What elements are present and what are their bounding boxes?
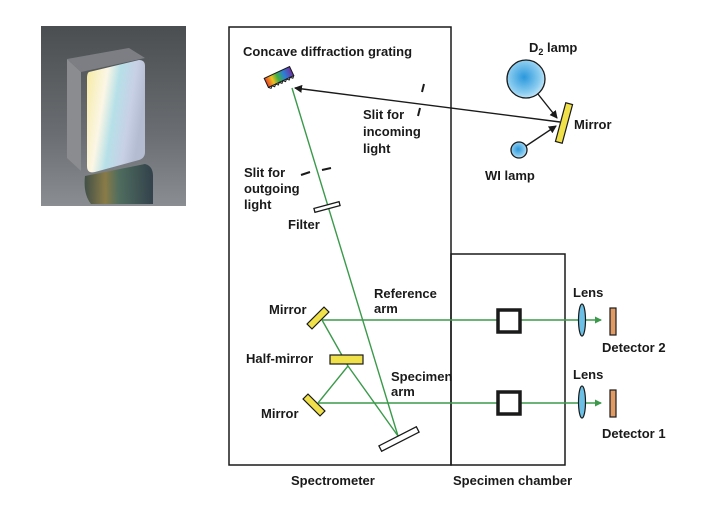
grating-top-edge xyxy=(67,48,145,72)
incoming-slit-icon xyxy=(417,83,425,117)
outgoing-slit-icon xyxy=(300,167,332,176)
source-mirror-label: Mirror xyxy=(574,117,612,132)
slit-out-label-1: Slit for xyxy=(244,165,285,180)
spectrometer-label: Spectrometer xyxy=(291,473,375,488)
lens-top-label: Lens xyxy=(573,285,603,300)
source-beam xyxy=(294,84,561,123)
lens-bottom-icon xyxy=(577,385,587,419)
reference-mirror-icon xyxy=(306,306,330,330)
detector-1-icon xyxy=(609,389,617,418)
filter-label: Filter xyxy=(288,217,320,232)
slit-out-label-3: light xyxy=(244,197,272,212)
concave-grating-icon xyxy=(263,65,295,90)
slit-in-label-3: light xyxy=(363,141,391,156)
half-mirror-to-bottom-mirror-beam xyxy=(317,365,349,404)
specimen-arm-label-1: Specimen xyxy=(391,369,452,384)
grating-to-mirror-beam xyxy=(291,87,399,437)
specimen-arm-label-2: arm xyxy=(391,384,415,399)
specimen-chamber-label: Specimen chamber xyxy=(453,473,572,488)
filter-icon xyxy=(313,200,341,214)
detector-2-icon xyxy=(609,307,617,336)
d2-lamp-icon xyxy=(506,59,546,99)
wi-lamp-icon xyxy=(510,141,528,159)
specimen-chamber-box xyxy=(450,253,566,466)
detector-1-label: Detector 1 xyxy=(602,426,666,441)
lens-bottom-label: Lens xyxy=(573,367,603,382)
slit-in-label-1: Slit for xyxy=(363,107,404,122)
diffraction-grating-photo xyxy=(41,26,186,206)
source-mirror-icon xyxy=(554,102,574,144)
reference-cuvette-icon xyxy=(496,308,522,334)
wi-lamp-label: WI lamp xyxy=(485,168,535,183)
slit-out-label-2: outgoing xyxy=(244,181,300,196)
reference-arm-label-2: arm xyxy=(374,301,398,316)
specimen-cuvette-icon xyxy=(496,390,522,416)
grating-side-edge xyxy=(67,59,81,171)
lens-top-icon xyxy=(577,303,587,337)
reference-mirror-label: Mirror xyxy=(269,302,307,317)
grating-face xyxy=(87,60,145,173)
slit-in-label-2: incoming xyxy=(363,124,421,139)
half-mirror-label: Half-mirror xyxy=(246,351,313,366)
collimating-mirror-icon xyxy=(378,425,420,453)
specimen-mirror-icon xyxy=(302,393,326,417)
detector-2-label: Detector 2 xyxy=(602,340,666,355)
grating-reflection xyxy=(84,164,153,204)
spectrometer-box xyxy=(228,26,452,466)
reference-arm-label-1: Reference xyxy=(374,286,437,301)
half-mirror-icon xyxy=(329,354,364,365)
specimen-mirror-label: Mirror xyxy=(261,406,299,421)
d2-lamp-label: D2 lamp xyxy=(529,40,577,57)
mirror-to-half-mirror-beam xyxy=(347,365,399,437)
grating-label: Concave diffraction grating xyxy=(243,44,412,59)
